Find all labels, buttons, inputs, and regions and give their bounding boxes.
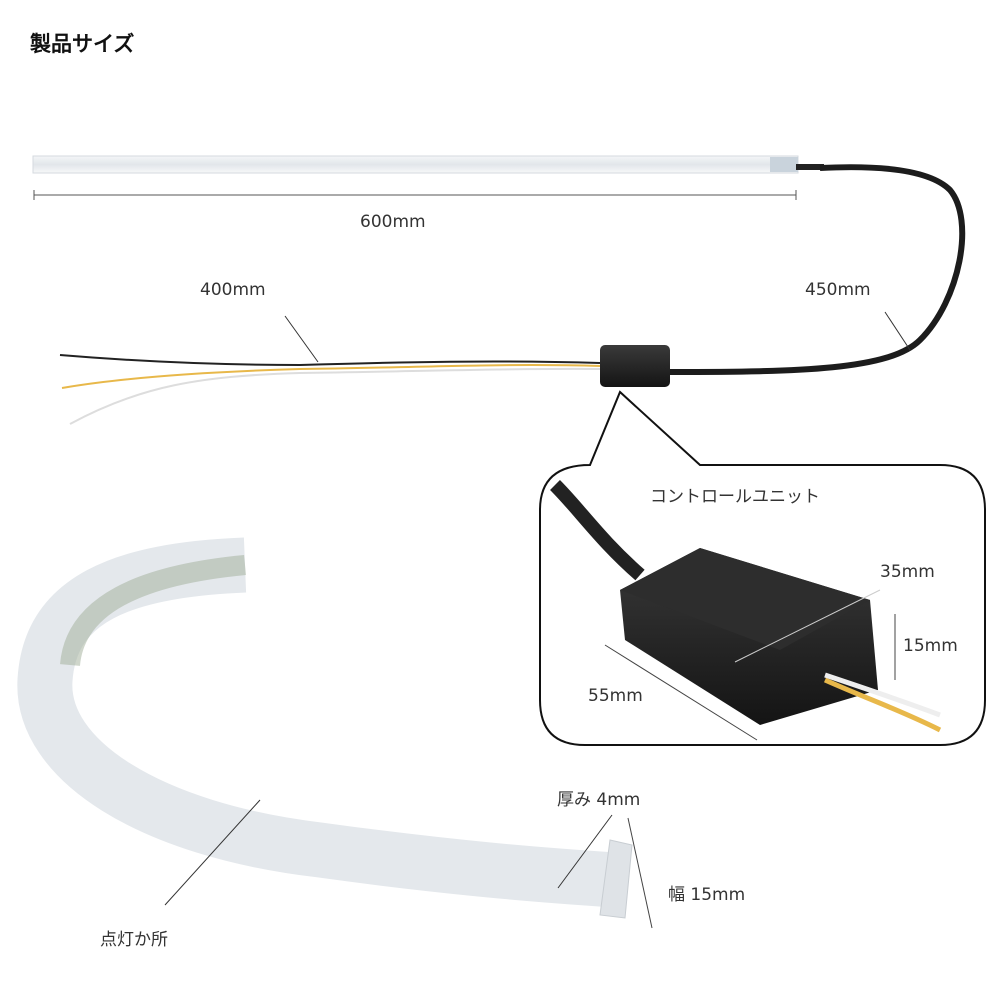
cable-length-label: 450mm (805, 280, 871, 300)
unit-depth-label: 55mm (588, 686, 643, 706)
led-strip-curved (17, 537, 633, 919)
leader-lit-area (164, 799, 261, 906)
leader-450 (884, 311, 911, 351)
dimension-line-600 (33, 190, 797, 200)
thickness-label: 厚み 4mm (557, 790, 641, 810)
leader-thickness (557, 814, 613, 889)
control-unit-label: コントロールユニット (650, 487, 820, 507)
width-label: 幅 15mm (668, 885, 746, 905)
control-unit-small (600, 345, 670, 387)
led-strip-straight (32, 155, 824, 174)
lit-area-label: 点灯か所 (100, 930, 168, 950)
dimension-line-width (627, 817, 653, 929)
wire-length-label: 400mm (200, 280, 266, 300)
leader-400 (284, 315, 319, 363)
wires (59, 354, 601, 425)
braided-cable (669, 164, 966, 375)
control-unit-zoomed (550, 480, 942, 741)
unit-height-label: 15mm (903, 636, 958, 656)
strip-length-label: 600mm (360, 212, 426, 232)
page-title: 製品サイズ (30, 32, 135, 56)
unit-width-label: 35mm (880, 562, 935, 582)
